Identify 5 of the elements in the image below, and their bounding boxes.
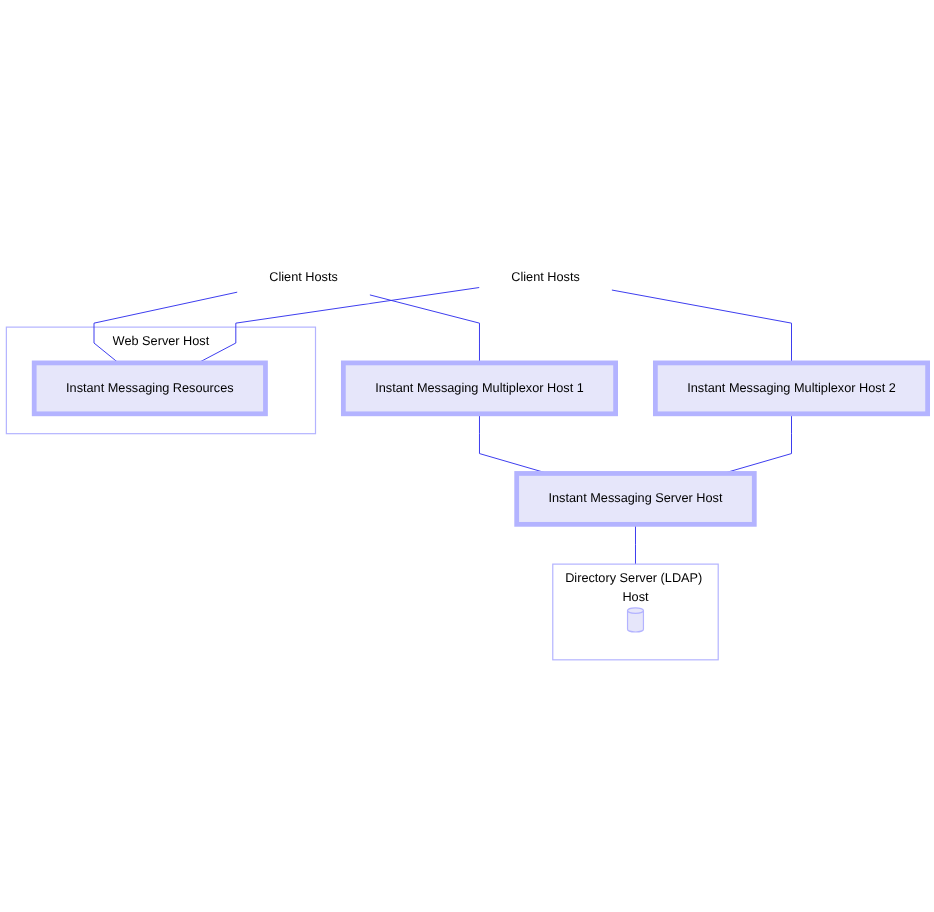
connector <box>635 523 636 565</box>
connector <box>369 294 480 364</box>
connector <box>611 289 792 364</box>
connector <box>93 291 238 364</box>
node-cylinder <box>626 607 645 633</box>
